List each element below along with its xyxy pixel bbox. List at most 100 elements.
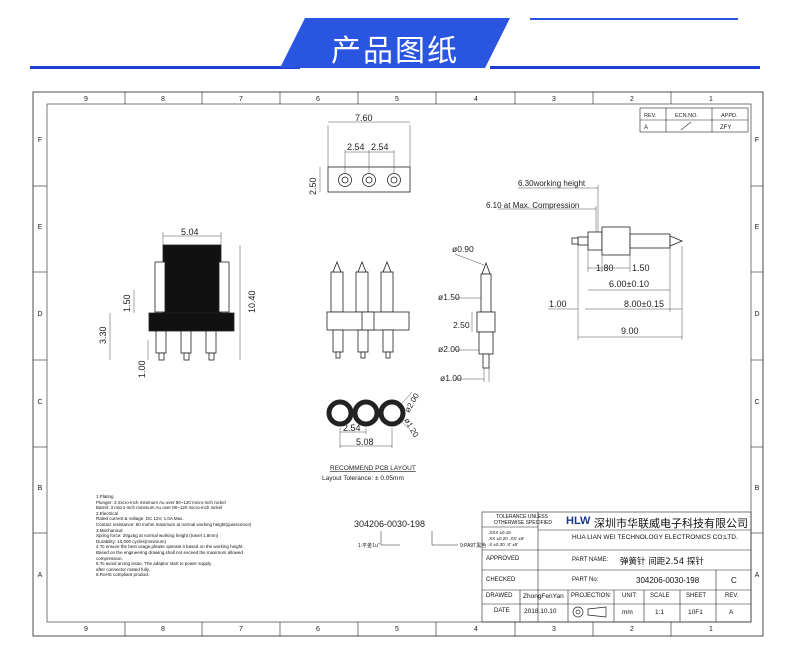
frame-col-top-1: 1 [709, 96, 713, 103]
dim-pcb-508: 5.08 [356, 437, 374, 447]
frame-row-right-F: F [755, 137, 759, 144]
rev-appd-value: ZFY [720, 125, 731, 131]
tb-scale-label: SCALE [650, 593, 670, 599]
frame-row-left-C: C [37, 399, 42, 406]
frame-col-top-8: 8 [161, 96, 165, 103]
header-tab [280, 18, 510, 68]
rev-value: A [644, 125, 648, 131]
part-code-leaders [380, 531, 458, 546]
note-line: Contact resistance: 50 mohm maximum at n… [96, 522, 252, 527]
frame-col-bottom-5: 5 [395, 626, 399, 633]
revision-table [639, 107, 749, 133]
note-line: compression. [96, 555, 123, 561]
tb-tolerance-line1: TOLERANCE UNLESS [496, 514, 548, 520]
tb-date-label: DATE [494, 608, 510, 614]
dim-d090: ø0.90 [452, 244, 474, 254]
page-title: 产品图纸 [331, 34, 459, 69]
tb-part-no-label: PART No: [572, 577, 599, 583]
tb-unit: mm [622, 609, 633, 616]
tb-tol-row1: .XXX ±0.15 [488, 530, 511, 535]
note-line: after connector mated fully. [96, 566, 150, 572]
dim-top-pitch-a: 2.54 [347, 142, 365, 152]
drawing-frame-outer [32, 91, 764, 637]
frame-row-right-A: A [755, 572, 760, 579]
dim-r800: 8.00±0.15 [624, 299, 664, 309]
side-view [148, 244, 235, 361]
frame-row-right-E: E [755, 224, 760, 231]
tb-rev-label: REV. [725, 593, 739, 599]
frame-col-bottom-6: 6 [316, 626, 320, 633]
header-left-line [30, 66, 300, 69]
part-code-note-a: 1:平金1u" [358, 542, 380, 549]
dim-pcb-d200: ø2.00 [403, 391, 421, 414]
tb-date: 2018.10.10 [524, 608, 557, 615]
dim-r180: 1.80 [596, 263, 614, 273]
drawing-frame-inner [46, 103, 752, 623]
frame-col-bottom-4: 4 [474, 626, 478, 633]
dim-left-h1040: 10.40 [247, 290, 257, 313]
frame-col-bottom-3: 3 [552, 626, 556, 633]
front-view [326, 260, 410, 359]
tb-rev: A [729, 609, 734, 616]
note-line: 2.Electrical [96, 510, 119, 516]
tb-sheet: 10F1 [688, 609, 703, 616]
tb-projection-label: PROJECTION: [571, 593, 612, 599]
frame-col-bottom-8: 8 [161, 626, 165, 633]
dim-r900: 9.00 [621, 326, 639, 336]
tb-sheet-label: SHEET [686, 593, 707, 599]
dim-top-width: 7.60 [355, 113, 373, 123]
rev-header-ecn: ECN.NO. [675, 113, 698, 119]
frame-row-left-B: B [38, 485, 43, 492]
horizontal-pin-dims [498, 185, 683, 340]
frame-col-top-9: 9 [84, 96, 88, 103]
single-pin-view [476, 261, 496, 369]
frame-zone-ticks [33, 92, 763, 636]
dim-pcb-254: 2.54 [343, 423, 361, 433]
tb-part-name: 弹簧针 间距2.54 探针 [620, 557, 704, 567]
frame-col-top-3: 3 [552, 96, 556, 103]
side-view-dims [109, 232, 241, 360]
company-name-en: HUA LIAN WEI TECHNOLOGY ELECTRONICS CO;L… [572, 534, 738, 541]
dim-top-pitch-b: 2.54 [371, 142, 389, 152]
projection-symbol-icon [572, 606, 607, 618]
frame-row-left-F: F [38, 137, 42, 144]
note-line: Plunger: 3 micro-inch minimum Au over 80… [96, 499, 226, 505]
working-height-label: 6.30working height [518, 179, 586, 188]
part-code-note-b: 9:PA9T黑色 [460, 542, 486, 549]
pcb-layout-title: RECOMMEND PCB LAYOUT [330, 465, 416, 472]
part-code: 304206-0030-198 [354, 519, 425, 529]
dim-left-h150: 1.50 [122, 294, 132, 312]
note-line: Based on the engineering drawing,shall n… [96, 550, 243, 555]
header-accent-line [530, 18, 738, 20]
horizontal-pin-view [571, 226, 684, 256]
note-line: 1.Plating [96, 494, 114, 499]
rev-header-rev: REV. [644, 113, 657, 119]
note-line: 4.To ensure the best usage,please operat… [96, 544, 244, 550]
dim-d100: ø1.00 [440, 373, 462, 383]
header-right-line [490, 66, 760, 69]
dim-left-width: 5.04 [181, 227, 199, 237]
tb-part-rev: C [731, 576, 737, 585]
note-line: 5.To avoid arcing issue, The adaptor sta… [96, 561, 212, 567]
dim-d200: ø2.00 [438, 344, 460, 354]
frame-col-bottom-9: 9 [84, 626, 88, 633]
pcb-layout-tolerance: Layout Tolerance: ± 0.05mm [322, 475, 404, 482]
tb-drawed: DRAWED [486, 593, 513, 599]
frame-col-top-7: 7 [239, 96, 243, 103]
frame-row-right-D: D [754, 311, 759, 318]
dim-250: 2.50 [453, 320, 470, 330]
tb-approved: APPROVED [486, 556, 520, 562]
tb-part-no: 304206-0030-198 [636, 576, 700, 585]
tb-drawer: ZhongFenYan [523, 593, 564, 600]
note-line: Barrel: 3 micro-inch minimum Au over 80~… [96, 505, 223, 511]
frame-row-right-C: C [754, 399, 759, 406]
frame-row-right-B: B [755, 485, 760, 492]
frame-row-left-E: E [38, 224, 43, 231]
company-name-cn: 深圳市华联威电子科技有限公司 [594, 517, 748, 530]
frame-col-top-2: 2 [630, 96, 634, 103]
tb-tol-row3: .X ±0.30 .X' ±5' [488, 542, 519, 547]
tb-part-name-label: PART NAME: [572, 557, 609, 563]
frame-col-bottom-7: 7 [239, 626, 243, 633]
